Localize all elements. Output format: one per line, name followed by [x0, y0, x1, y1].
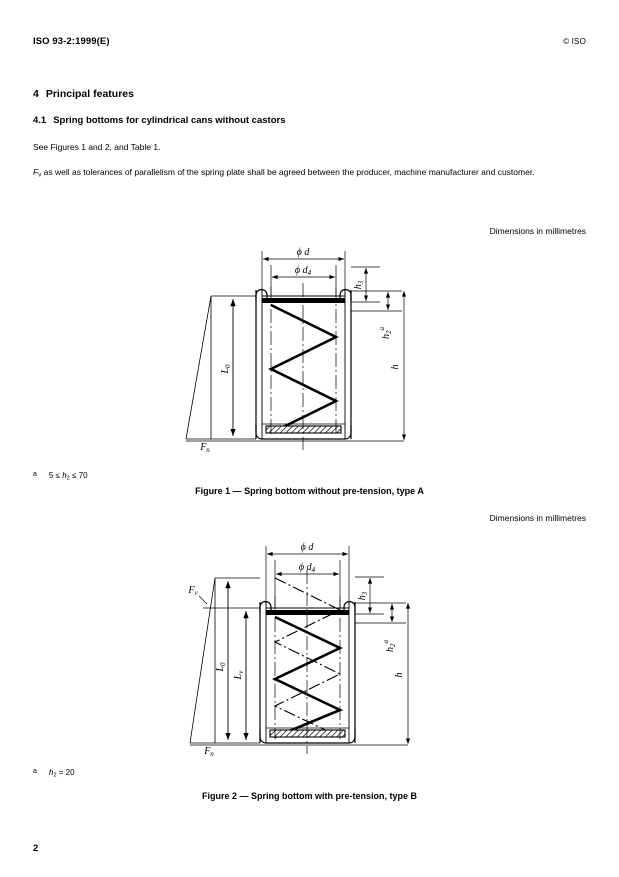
- label-L0: L0: [215, 662, 227, 673]
- figure-1-caption: Figure 1 — Spring bottom without pre-ten…: [195, 486, 424, 496]
- label-h3: h3: [353, 280, 365, 289]
- figure-2-footnote: a h2 = 20: [33, 768, 75, 779]
- can-rim-top: [259, 600, 356, 613]
- footnote-marker: a: [33, 768, 37, 775]
- centre-lines: [270, 283, 337, 450]
- figure-1-footnote: a 5 ≤ h2 ≤ 70: [33, 471, 88, 482]
- spring-coil: [271, 615, 344, 739]
- label-phi-d: ϕ d: [297, 247, 311, 258]
- can-base-rim: [259, 729, 356, 744]
- label-phi-d4: ϕ d4: [295, 265, 312, 277]
- dimension-h3: [351, 266, 380, 303]
- clause-heading-4-1: 4.1 Spring bottoms for cylindrical cans w…: [33, 115, 285, 126]
- label-Fn: Fn: [203, 746, 214, 758]
- figure-1-geometry: ϕ d ϕ d4 h3: [185, 247, 407, 454]
- dimension-phi-d4: [270, 265, 337, 295]
- figure-2-geometry: ϕ d ϕ d4 h3: [187, 542, 411, 758]
- label-phi-d: ϕ d: [301, 542, 315, 553]
- footnote-expression: 5 ≤ h2 ≤ 70: [48, 471, 88, 482]
- can-base-rim: [255, 425, 352, 440]
- label-h: h: [390, 365, 401, 370]
- subclause-number: 4.1: [33, 115, 47, 126]
- label-h2: h2a: [378, 327, 393, 340]
- dimensions-note-figure-1: Dimensions in millimetres: [489, 226, 586, 236]
- subclause-title: Spring bottoms for cylindrical cans with…: [53, 115, 286, 126]
- spring-plate: [262, 295, 345, 303]
- force-diagram: [189, 577, 260, 744]
- label-h: h: [394, 673, 405, 678]
- centre-lines: [274, 570, 341, 754]
- fv-paragraph-text: as well as tolerances of parallelism of …: [41, 167, 535, 177]
- Fv-leader-line: [198, 595, 208, 605]
- spring-base-plate: [266, 727, 349, 738]
- label-Fv: Fv: [187, 585, 198, 597]
- dimension-h3: [355, 576, 384, 615]
- label-L0: L0: [220, 364, 232, 375]
- can-outer-wall: [255, 290, 352, 439]
- fv-tolerance-paragraph: Fv as well as tolerances of parallelism …: [33, 166, 586, 182]
- dimensions-note-figure-2: Dimensions in millimetres: [489, 513, 586, 523]
- dimension-h2: [355, 602, 406, 624]
- footnote-expression: h2 = 20: [48, 768, 75, 779]
- label-h3: h3: [357, 591, 369, 600]
- label-phi-d4: ϕ d4: [299, 562, 316, 574]
- spring-base-plate: [262, 423, 345, 434]
- label-h2: h2a: [382, 640, 397, 653]
- fv-symbol: Fv: [33, 167, 42, 179]
- clause-heading-4: 4 Principal features: [33, 88, 134, 100]
- can-inner-wall: [261, 290, 346, 439]
- dimension-phi-d4: [274, 560, 341, 608]
- label-Lv: Lv: [233, 670, 245, 681]
- can-rim-top: [255, 288, 352, 301]
- dimension-h2: [351, 290, 402, 312]
- figure-2-caption: Figure 2 — Spring bottom with pre-tensio…: [201, 791, 417, 801]
- footnote-marker: a: [33, 471, 37, 478]
- spring-coil-free-length: [273, 577, 342, 738]
- figure-1-drawing: ϕ d ϕ d4 h3: [0, 243, 619, 458]
- spring-coil: [268, 303, 339, 435]
- copyright-notice: © ISO: [563, 37, 586, 46]
- dimension-phi-d: [261, 251, 346, 295]
- clause-title: Principal features: [45, 88, 134, 100]
- label-Fn: Fn: [199, 442, 210, 454]
- clause-number: 4: [33, 88, 39, 100]
- see-figures-paragraph: See Figures 1 and 2, and Table 1.: [33, 142, 161, 152]
- page-number: 2: [33, 843, 39, 854]
- figure-2-drawing: ϕ d ϕ d4 h3: [0, 530, 619, 762]
- document-reference: ISO 93-2:1999(E): [33, 36, 110, 47]
- can-outer-wall: [259, 602, 356, 743]
- can-inner-wall: [265, 602, 350, 743]
- running-header: ISO 93-2:1999(E) © ISO: [33, 36, 586, 50]
- force-diagram: [185, 295, 256, 440]
- dimension-phi-d: [265, 546, 350, 608]
